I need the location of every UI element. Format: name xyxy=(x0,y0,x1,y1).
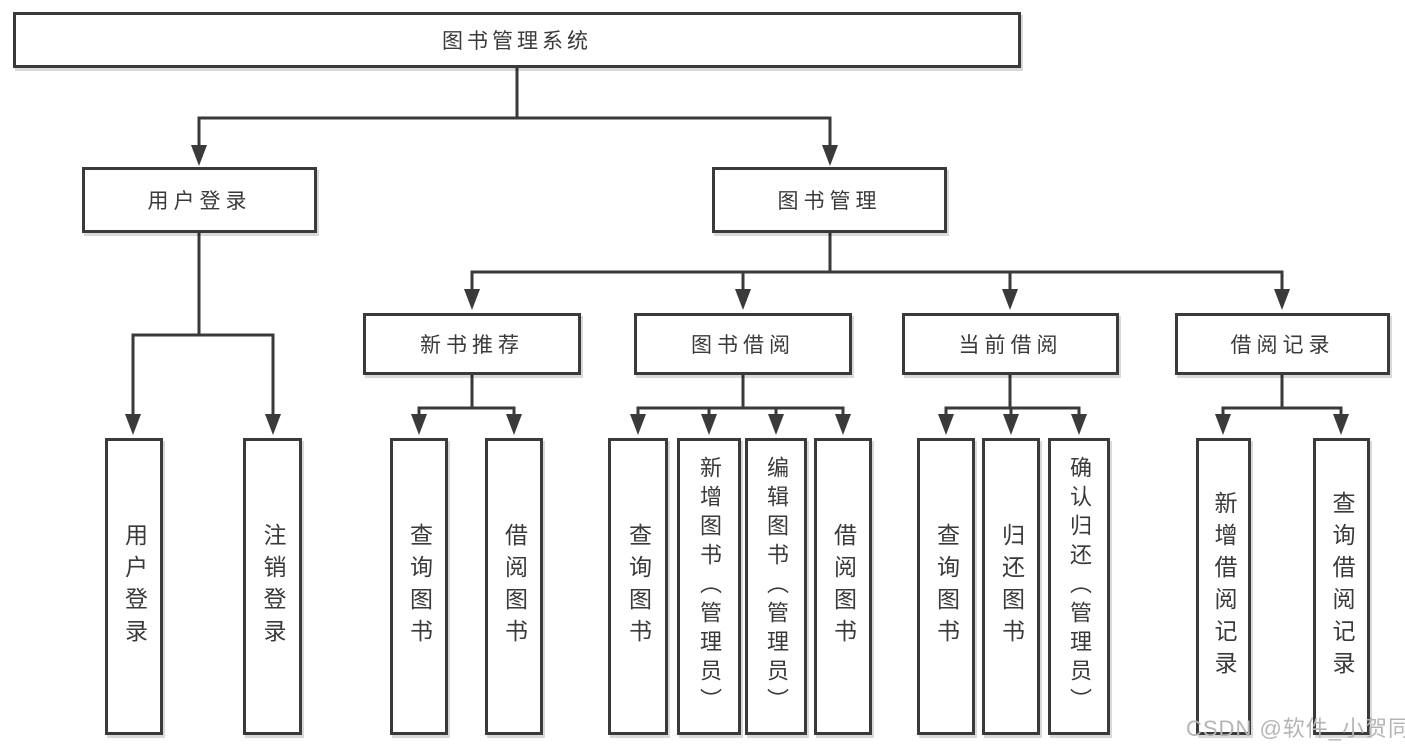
node-new-book-recommend: 新书推荐 xyxy=(363,313,581,375)
node-current-borrow: 当前借阅 xyxy=(902,313,1119,375)
leaf-label: 借阅图书 xyxy=(501,522,528,651)
leaf-label: 编辑图书（管理员） xyxy=(764,456,789,717)
node-book-management: 图书管理 xyxy=(712,167,947,233)
leaf-add-borrow-record: 新增借阅记录 xyxy=(1196,438,1251,735)
leaf-label: 新增借阅记录 xyxy=(1211,490,1237,683)
connector-borrow-records-to-leaves xyxy=(1215,375,1349,435)
node-book-borrow: 图书借阅 xyxy=(634,313,852,375)
connector-current-borrow-to-leaves xyxy=(938,375,1087,435)
leaf-query-books-recommend: 查询图书 xyxy=(390,438,448,735)
leaf-confirm-return-admin: 确认归还（管理员） xyxy=(1048,438,1110,735)
node-root: 图书管理系统 xyxy=(13,12,1021,68)
leaf-label: 查询借阅记录 xyxy=(1329,490,1355,683)
leaf-borrow-books: 借阅图书 xyxy=(814,438,872,735)
leaf-query-books-current: 查询图书 xyxy=(917,438,975,735)
leaf-label: 借阅图书 xyxy=(830,522,857,651)
connector-user-login-to-leaves xyxy=(125,233,281,435)
leaf-label: 查询图书 xyxy=(625,522,652,651)
leaf-label: 查询图书 xyxy=(406,522,433,651)
leaf-label: 新增图书（管理员） xyxy=(697,456,722,717)
leaf-label: 注销登录 xyxy=(260,522,286,651)
leaf-add-books-admin: 新增图书（管理员） xyxy=(677,438,741,735)
leaf-logout: 注销登录 xyxy=(243,438,302,735)
node-borrow-records: 借阅记录 xyxy=(1175,313,1390,375)
leaf-edit-books-admin: 编辑图书（管理员） xyxy=(745,438,807,735)
connector-root-to-branches xyxy=(191,67,838,166)
leaf-query-borrow-record: 查询借阅记录 xyxy=(1313,438,1370,735)
leaf-user-login: 用户登录 xyxy=(105,438,163,735)
leaf-label: 归还图书 xyxy=(998,522,1025,651)
leaf-label: 查询图书 xyxy=(933,522,960,651)
node-user-login: 用户登录 xyxy=(82,167,317,233)
csdn-watermark: CSDN @软件_小贺同学 xyxy=(1186,716,1405,741)
leaf-query-books-borrow: 查询图书 xyxy=(608,438,668,735)
leaf-borrow-books-recommend: 借阅图书 xyxy=(485,438,543,735)
connector-new-book-to-leaves xyxy=(411,375,522,435)
leaf-label: 确认归还（管理员） xyxy=(1067,456,1092,717)
connector-book-borrow-to-leaves xyxy=(630,375,851,435)
leaf-return-books: 归还图书 xyxy=(982,438,1040,735)
connector-book-mgmt-to-children xyxy=(464,233,1290,310)
leaf-label: 用户登录 xyxy=(121,522,148,651)
